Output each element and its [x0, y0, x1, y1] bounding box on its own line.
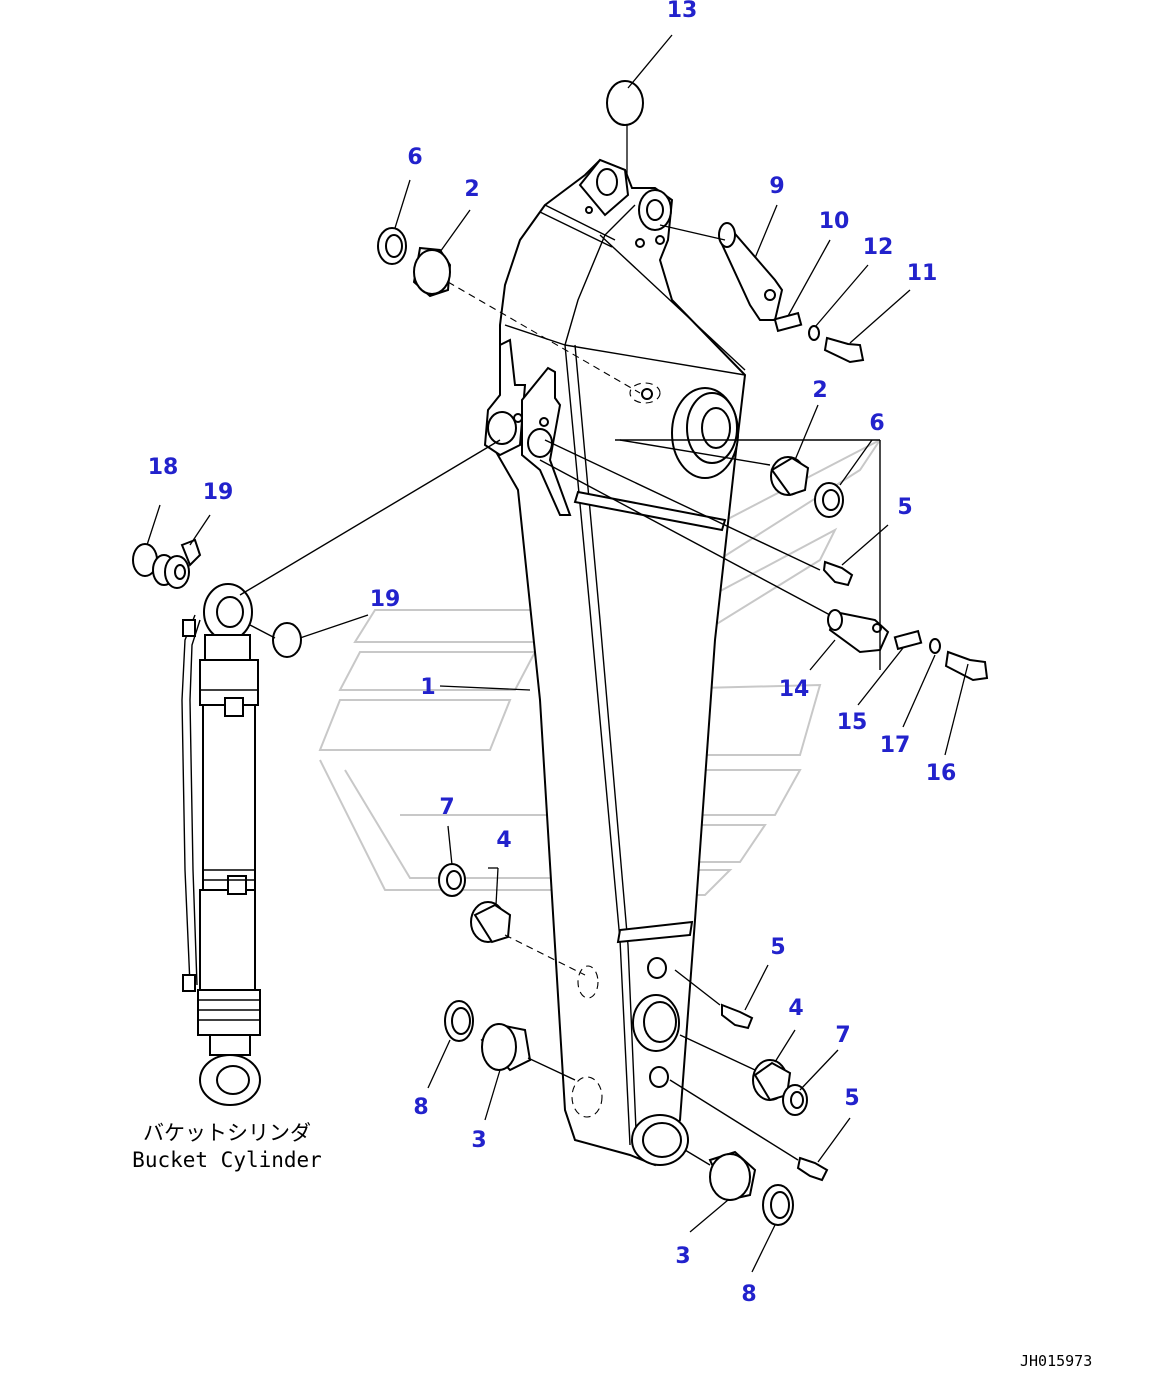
diagram-code: JH015973 [1020, 1352, 1092, 1370]
callout-6: 6 [407, 145, 422, 170]
caption-jp: バケットシリンダ [143, 1121, 311, 1145]
callout-8: 8 [741, 1282, 756, 1307]
callout-18: 18 [148, 455, 179, 480]
callout-12: 12 [863, 235, 894, 260]
callout-4: 4 [496, 828, 511, 853]
callout-5: 5 [844, 1086, 859, 1111]
callouts: 13 6 2 9 10 12 11 2 6 5 18 19 19 1 14 15… [148, 0, 957, 1307]
callout-2: 2 [464, 177, 479, 202]
callout-6: 6 [869, 411, 884, 436]
small-parts [132, 80, 989, 1226]
callout-3: 3 [471, 1128, 486, 1153]
callout-11: 11 [907, 261, 938, 286]
callout-7: 7 [835, 1023, 850, 1048]
callout-8: 8 [413, 1095, 428, 1120]
callout-19: 19 [203, 480, 234, 505]
assembly-lines [239, 224, 881, 1166]
arm-structure [483, 158, 747, 1167]
callout-13: 13 [667, 0, 698, 23]
bucket-cylinder [181, 583, 261, 1106]
callout-7: 7 [439, 795, 454, 820]
shim-13 [606, 80, 644, 126]
callout-5: 5 [770, 935, 785, 960]
caption-en: Bucket Cylinder [132, 1148, 322, 1172]
callout-10: 10 [819, 209, 850, 234]
callout-1: 1 [420, 675, 435, 700]
callout-2: 2 [812, 378, 827, 403]
callout-5: 5 [897, 495, 912, 520]
callout-4: 4 [788, 996, 803, 1021]
callout-16: 16 [926, 761, 957, 786]
callout-17: 17 [880, 733, 911, 758]
callout-19: 19 [370, 587, 401, 612]
callout-15: 15 [837, 710, 868, 735]
leader-lines [146, 34, 969, 1273]
callout-3: 3 [675, 1244, 690, 1269]
callout-14: 14 [779, 677, 810, 702]
callout-9: 9 [769, 174, 784, 199]
